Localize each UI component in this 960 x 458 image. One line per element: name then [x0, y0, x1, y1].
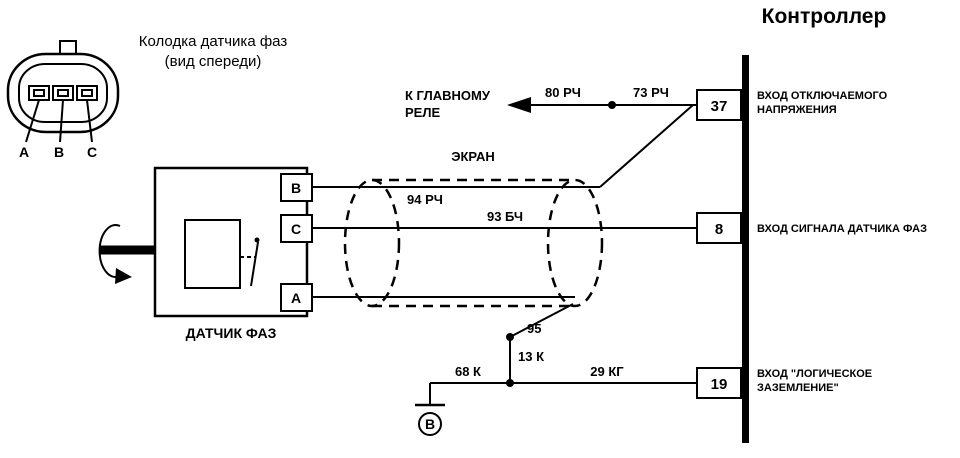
relay-caption-line1: К ГЛАВНОМУ [405, 88, 491, 103]
pin-label-37-line2: НАПРЯЖЕНИЯ [757, 104, 837, 116]
shield-ellipse-left [343, 178, 401, 308]
pin-number-8: 8 [715, 221, 723, 238]
wire-label-93: 93 БЧ [487, 209, 523, 224]
wire-94-diagonal [599, 104, 694, 188]
connector-caption-line2: (вид спереди) [165, 53, 262, 70]
rotation-arrow-icon [98, 224, 121, 278]
sensor-terminal-a: А [280, 283, 313, 312]
pin-slot-a-inner [33, 89, 45, 97]
wire-95 [509, 303, 574, 338]
controller-pin-37: 37 ВХОД ОТКЛЮЧАЕМОГО НАПРЯЖЕНИЯ [696, 89, 888, 121]
controller-title: Контроллер [762, 5, 887, 28]
ground-circle [418, 412, 442, 436]
pin-label-37-line1: ВХОД ОТКЛЮЧАЕМОГО [757, 90, 888, 102]
shield-ellipse-right [546, 178, 604, 308]
wire-label-80: 80 РЧ [545, 85, 581, 100]
relay-wire-group: 80 РЧ 73 РЧ К ГЛАВНОМУ РЕЛЕ [405, 85, 697, 120]
phase-sensor: В С А ДАТЧИК ФАЗ [98, 166, 313, 341]
sensor-label: ДАТЧИК ФАЗ [186, 325, 277, 341]
connector-caption-line1: Колодка датчика фаз [139, 33, 288, 50]
sensor-wires: 94 РЧ 93 БЧ 95 13 К 68 К 29 КГ [312, 104, 697, 387]
pin-label-19-line1: ВХОД "ЛОГИЧЕСКОЕ [757, 368, 872, 380]
wire-label-68: 68 К [455, 364, 481, 379]
wire-label-95: 95 [527, 321, 541, 336]
pin-box-19 [696, 367, 742, 399]
shield-group: ЭКРАН [343, 149, 604, 308]
pin-slot-c-inner [81, 89, 93, 97]
switch-blade [250, 241, 259, 287]
pin-number-19: 19 [711, 376, 728, 393]
connector-pin-label-a: А [19, 144, 29, 160]
terminal-box-b [280, 173, 313, 202]
pin-box-8 [696, 212, 742, 244]
controller-block: Контроллер 37 ВХОД ОТКЛЮЧАЕМОГО НАПРЯЖЕН… [696, 5, 927, 443]
wire-label-94: 94 РЧ [407, 192, 443, 207]
sensor-terminal-c: С [280, 214, 313, 243]
shield-label: ЭКРАН [451, 149, 495, 164]
wire-label-13: 13 К [518, 349, 544, 364]
pin-label-19-line2: ЗАЗЕМЛЕНИЕ" [757, 382, 839, 394]
pin-number-37: 37 [711, 98, 728, 115]
sensor-terminal-b: В [280, 173, 313, 202]
controller-wall [742, 55, 749, 443]
sensor-internal-switch [240, 237, 260, 287]
switch-contact-dot [254, 237, 260, 243]
connector-front-view: Колодка датчика фаз (вид спереди) А В С [6, 33, 288, 160]
terminal-label-a: А [291, 290, 301, 306]
leader-line-b [59, 99, 64, 143]
terminal-box-a [280, 283, 313, 312]
controller-pin-19: 19 ВХОД "ЛОГИЧЕСКОЕ ЗАЗЕМЛЕНИЕ" [696, 367, 872, 399]
wire-label-73: 73 РЧ [633, 85, 669, 100]
wire-label-29: 29 КГ [590, 364, 624, 379]
pin-label-8-line1: ВХОД СИГНАЛА ДАТЧИКА ФАЗ [757, 223, 927, 235]
connector-pin-label-c: С [87, 144, 97, 160]
rotation-arrowhead-icon [115, 268, 132, 284]
terminal-box-c [280, 214, 313, 243]
ground-point-b: В [415, 383, 445, 436]
leader-line-a [25, 99, 40, 143]
left-arrow-icon [507, 97, 531, 113]
pin-slot-b-inner [57, 89, 69, 97]
connector-pin-slot-c [76, 85, 98, 101]
controller-pin-8: 8 ВХОД СИГНАЛА ДАТЧИКА ФАЗ [696, 212, 927, 244]
sensor-element [184, 219, 241, 289]
leader-line-c [86, 99, 93, 143]
relay-caption-line2: РЕЛЕ [405, 105, 440, 120]
junction-dot-80-73 [608, 101, 616, 109]
connector-pin-label-b: В [54, 144, 64, 160]
terminal-label-c: С [291, 221, 301, 237]
connector-pin-slot-b [52, 85, 74, 101]
terminal-label-b: В [291, 180, 301, 196]
ground-label: В [425, 416, 435, 432]
connector-pin-slot-a [28, 85, 50, 101]
